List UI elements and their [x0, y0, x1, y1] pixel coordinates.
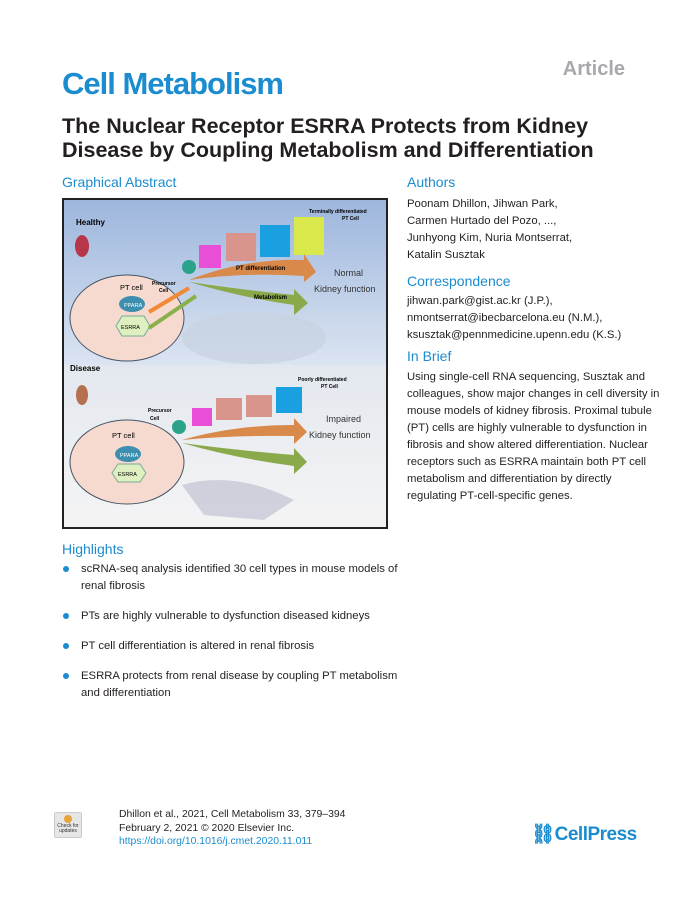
svg-text:PT cell: PT cell — [112, 431, 135, 440]
article-type: Article — [562, 58, 625, 80]
svg-text:Poorly differentiated: Poorly differentiated — [298, 377, 347, 383]
doi-link[interactable]: https://doi.org/10.1016/j.cmet.2020.11.0… — [119, 836, 313, 847]
link-icon: ⛓ — [531, 824, 555, 845]
svg-text:Kidney function: Kidney function — [309, 430, 371, 440]
kidney-icon — [76, 385, 88, 405]
highlight-item: scRNA-seq analysis identified 30 cell ty… — [62, 561, 402, 595]
bullet-icon — [63, 643, 69, 649]
email-link[interactable]: ksusztak@pennmedicine.upenn.edu (K.S.) — [407, 329, 622, 341]
citation-footer: Dhillon et al., 2021, Cell Metabolism 33… — [119, 808, 345, 849]
svg-text:Impaired: Impaired — [326, 414, 361, 424]
bullet-icon — [63, 673, 69, 679]
author-line: Poonam Dhillon, Jihwan Park, — [407, 198, 558, 210]
highlights-heading: Highlights — [62, 541, 124, 557]
highlight-item: PT cell differentiation is altered in re… — [62, 638, 402, 655]
umap-disease — [182, 480, 294, 520]
healthy-label: Healthy — [76, 218, 105, 227]
svg-text:ESRRA: ESRRA — [121, 325, 140, 331]
disease-panel: Disease PT cell PPARA ESRRA Precursor Ce… — [69, 364, 371, 520]
metabolism-arrow — [189, 282, 308, 315]
cellpress-logo: ⛓CellPress — [531, 824, 637, 845]
svg-text:Cell: Cell — [150, 416, 160, 422]
svg-text:PPARA: PPARA — [124, 303, 143, 309]
publication-date: February 2, 2021 © 2020 Elsevier Inc. — [119, 822, 295, 834]
svg-text:Disease: Disease — [70, 364, 101, 373]
graphical-abstract-figure: Healthy PT cell PPARA ESRRA Precursor Ce… — [62, 198, 388, 529]
author-line: Katalin Susztak — [407, 249, 485, 261]
metabolism-label: Metabolism — [254, 295, 287, 301]
bullet-icon — [63, 566, 69, 572]
journal-name: Cell Metabolism — [62, 66, 284, 101]
correspondence-heading: Correspondence — [407, 273, 511, 289]
svg-text:PT Cell: PT Cell — [342, 216, 360, 222]
highlight-item: ESRRA protects from renal disease by cou… — [62, 668, 402, 702]
in-brief-heading: In Brief — [407, 348, 452, 364]
umap-healthy — [182, 312, 326, 364]
healthy-panel: Healthy PT cell PPARA ESRRA Precursor Ce… — [69, 209, 376, 364]
correspondence-list: jihwan.park@gist.ac.kr (J.P.), nmontserr… — [407, 293, 657, 344]
bullet-icon — [63, 613, 69, 619]
svg-text:Cell: Cell — [159, 288, 169, 294]
graphical-abstract-heading: Graphical Abstract — [62, 174, 177, 190]
svg-text:Precursor: Precursor — [148, 408, 172, 414]
check-for-updates-label: Check for updates — [57, 823, 79, 834]
svg-text:Terminally differentiated: Terminally differentiated — [309, 209, 367, 215]
citation: Dhillon et al., 2021, Cell Metabolism 33… — [119, 809, 346, 820]
authors-list: Poonam Dhillon, Jihwan Park, Carmen Hurt… — [407, 196, 657, 264]
pt-differentiation-arrow — [189, 254, 316, 282]
kidney-icon — [75, 235, 89, 257]
check-for-updates-icon — [64, 815, 72, 823]
author-line: Junhyong Kim, Nuria Montserrat, — [407, 232, 573, 244]
svg-text:PPARA: PPARA — [120, 453, 139, 459]
svg-text:Normal: Normal — [334, 268, 363, 278]
email-link[interactable]: nmontserrat@ibecbarcelona.eu (N.M.), — [407, 312, 603, 324]
svg-text:PT Cell: PT Cell — [321, 384, 339, 390]
check-for-updates-button[interactable]: Check for updates — [54, 812, 82, 838]
highlights-list: scRNA-seq analysis identified 30 cell ty… — [62, 561, 402, 715]
svg-text:PT differentiation: PT differentiation — [236, 266, 286, 272]
highlight-item: PTs are highly vulnerable to dysfunction… — [62, 608, 402, 625]
authors-heading: Authors — [407, 174, 456, 190]
author-line: Carmen Hurtado del Pozo, ..., — [407, 215, 557, 227]
svg-text:PT cell: PT cell — [120, 283, 143, 292]
email-link[interactable]: jihwan.park@gist.ac.kr (J.P.), — [407, 295, 553, 307]
article-title: The Nuclear Receptor ESRRA Protects from… — [62, 114, 594, 162]
in-brief-text: Using single-cell RNA sequencing, Suszta… — [407, 371, 660, 502]
svg-text:Kidney function: Kidney function — [314, 284, 376, 294]
svg-text:ESRRA: ESRRA — [118, 472, 137, 478]
svg-text:Precursor: Precursor — [152, 281, 176, 287]
